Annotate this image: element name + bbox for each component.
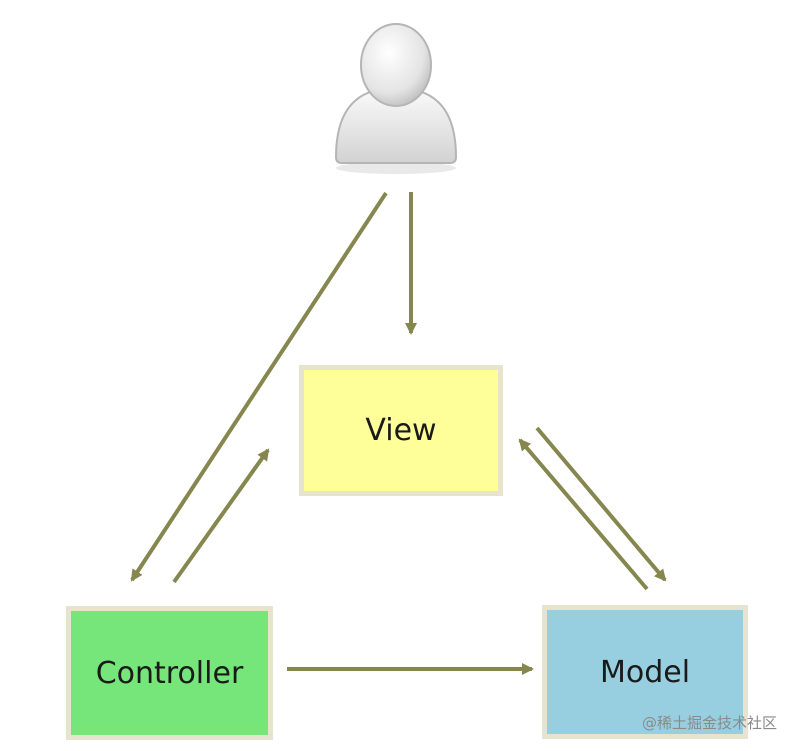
model-label: Model	[599, 654, 691, 690]
user-icon	[334, 23, 458, 174]
edge-model-to-view	[518, 438, 649, 591]
controller-box: Controller	[66, 606, 273, 740]
model-box: Model	[542, 605, 748, 739]
view-box: View	[299, 365, 503, 496]
watermark: @稀土掘金技术社区	[641, 714, 777, 732]
controller-label: Controller	[95, 655, 244, 691]
view-label: View	[365, 413, 437, 448]
edge-view-to-model	[535, 426, 667, 582]
edge-controller-to-view	[172, 448, 270, 584]
edge-user-to-controller	[130, 191, 388, 582]
